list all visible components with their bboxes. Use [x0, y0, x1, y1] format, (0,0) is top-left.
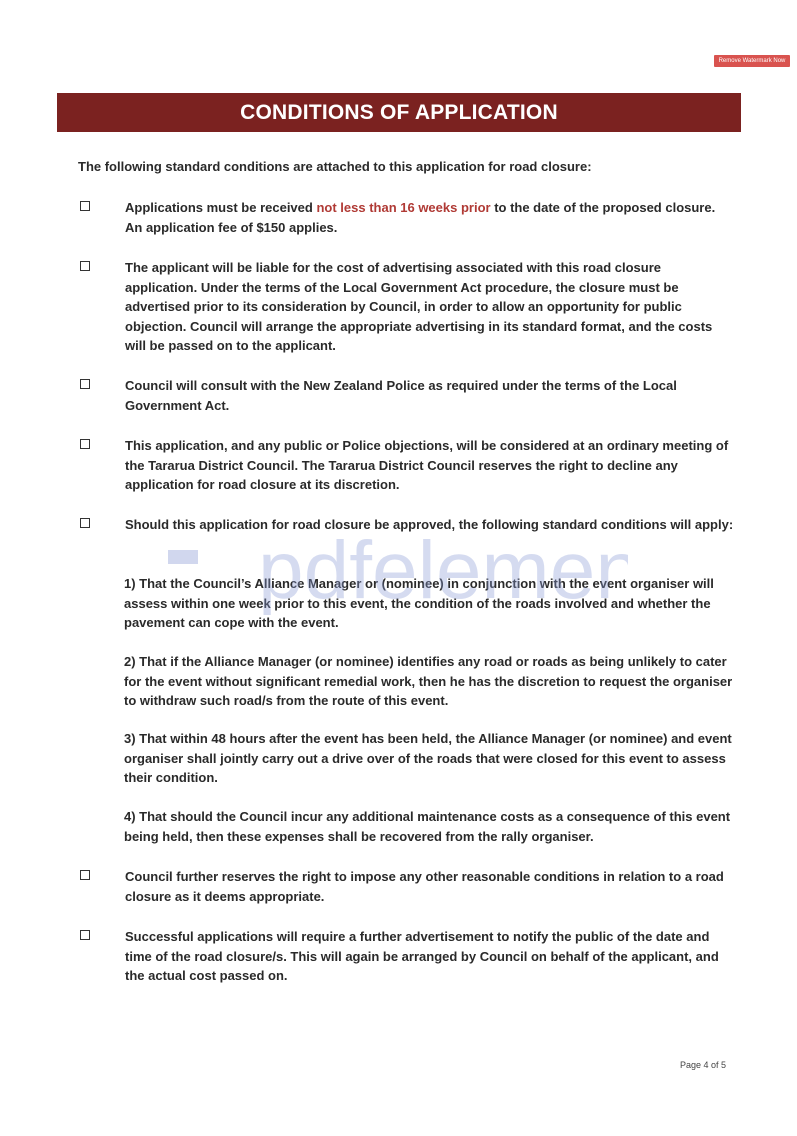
remove-watermark-button[interactable]: Remove Watermark Now	[714, 55, 790, 67]
checkbox[interactable]	[80, 439, 90, 449]
intro-text: The following standard conditions are at…	[78, 159, 592, 174]
watermark-bar	[168, 550, 198, 564]
condition-text-end: to the date of the proposed closure. An …	[125, 200, 716, 235]
checkbox[interactable]	[80, 201, 90, 211]
condition-text: Should this application for road closure…	[125, 517, 734, 532]
checkbox[interactable]	[80, 518, 90, 528]
sub-condition-3: 3) That within 48 hours after the event …	[124, 731, 732, 785]
condition-text: The applicant will be liable for the cos…	[125, 260, 713, 353]
checkbox[interactable]	[80, 870, 90, 880]
condition-item-7: Successful applications will require a f…	[78, 927, 738, 986]
condition-text: Successful applications will require a f…	[125, 929, 719, 983]
sub-condition-4: 4) That should the Council incur any add…	[124, 809, 731, 844]
page-title: CONDITIONS OF APPLICATION	[57, 93, 741, 132]
condition-text: Applications must be received not less t…	[125, 198, 735, 237]
sub-condition-2: 2) That if the Alliance Manager (or nomi…	[124, 654, 733, 708]
condition-text-start: Applications must be received	[125, 200, 317, 215]
checkbox[interactable]	[80, 930, 90, 940]
condition-item-3: Council will consult with the New Zealan…	[78, 376, 738, 415]
condition-text: This application, and any public or Poli…	[125, 438, 729, 492]
sub-condition-1: 1) That the Council’s Alliance Manager o…	[124, 576, 714, 630]
condition-item-4: This application, and any public or Poli…	[78, 436, 738, 495]
condition-text: Council further reserves the right to im…	[125, 869, 724, 904]
checkbox[interactable]	[80, 379, 90, 389]
condition-item-2: The applicant will be liable for the cos…	[78, 258, 738, 356]
condition-item-6: Council further reserves the right to im…	[78, 867, 738, 906]
condition-item-5: Should this application for road closure…	[78, 515, 738, 535]
page-number: Page 4 of 5	[680, 1060, 727, 1070]
checkbox[interactable]	[80, 261, 90, 271]
condition-text: Council will consult with the New Zealan…	[125, 378, 677, 413]
deadline-highlight: not less than 16 weeks prior	[316, 200, 491, 215]
condition-item-1: Applications must be received not less t…	[78, 198, 738, 237]
